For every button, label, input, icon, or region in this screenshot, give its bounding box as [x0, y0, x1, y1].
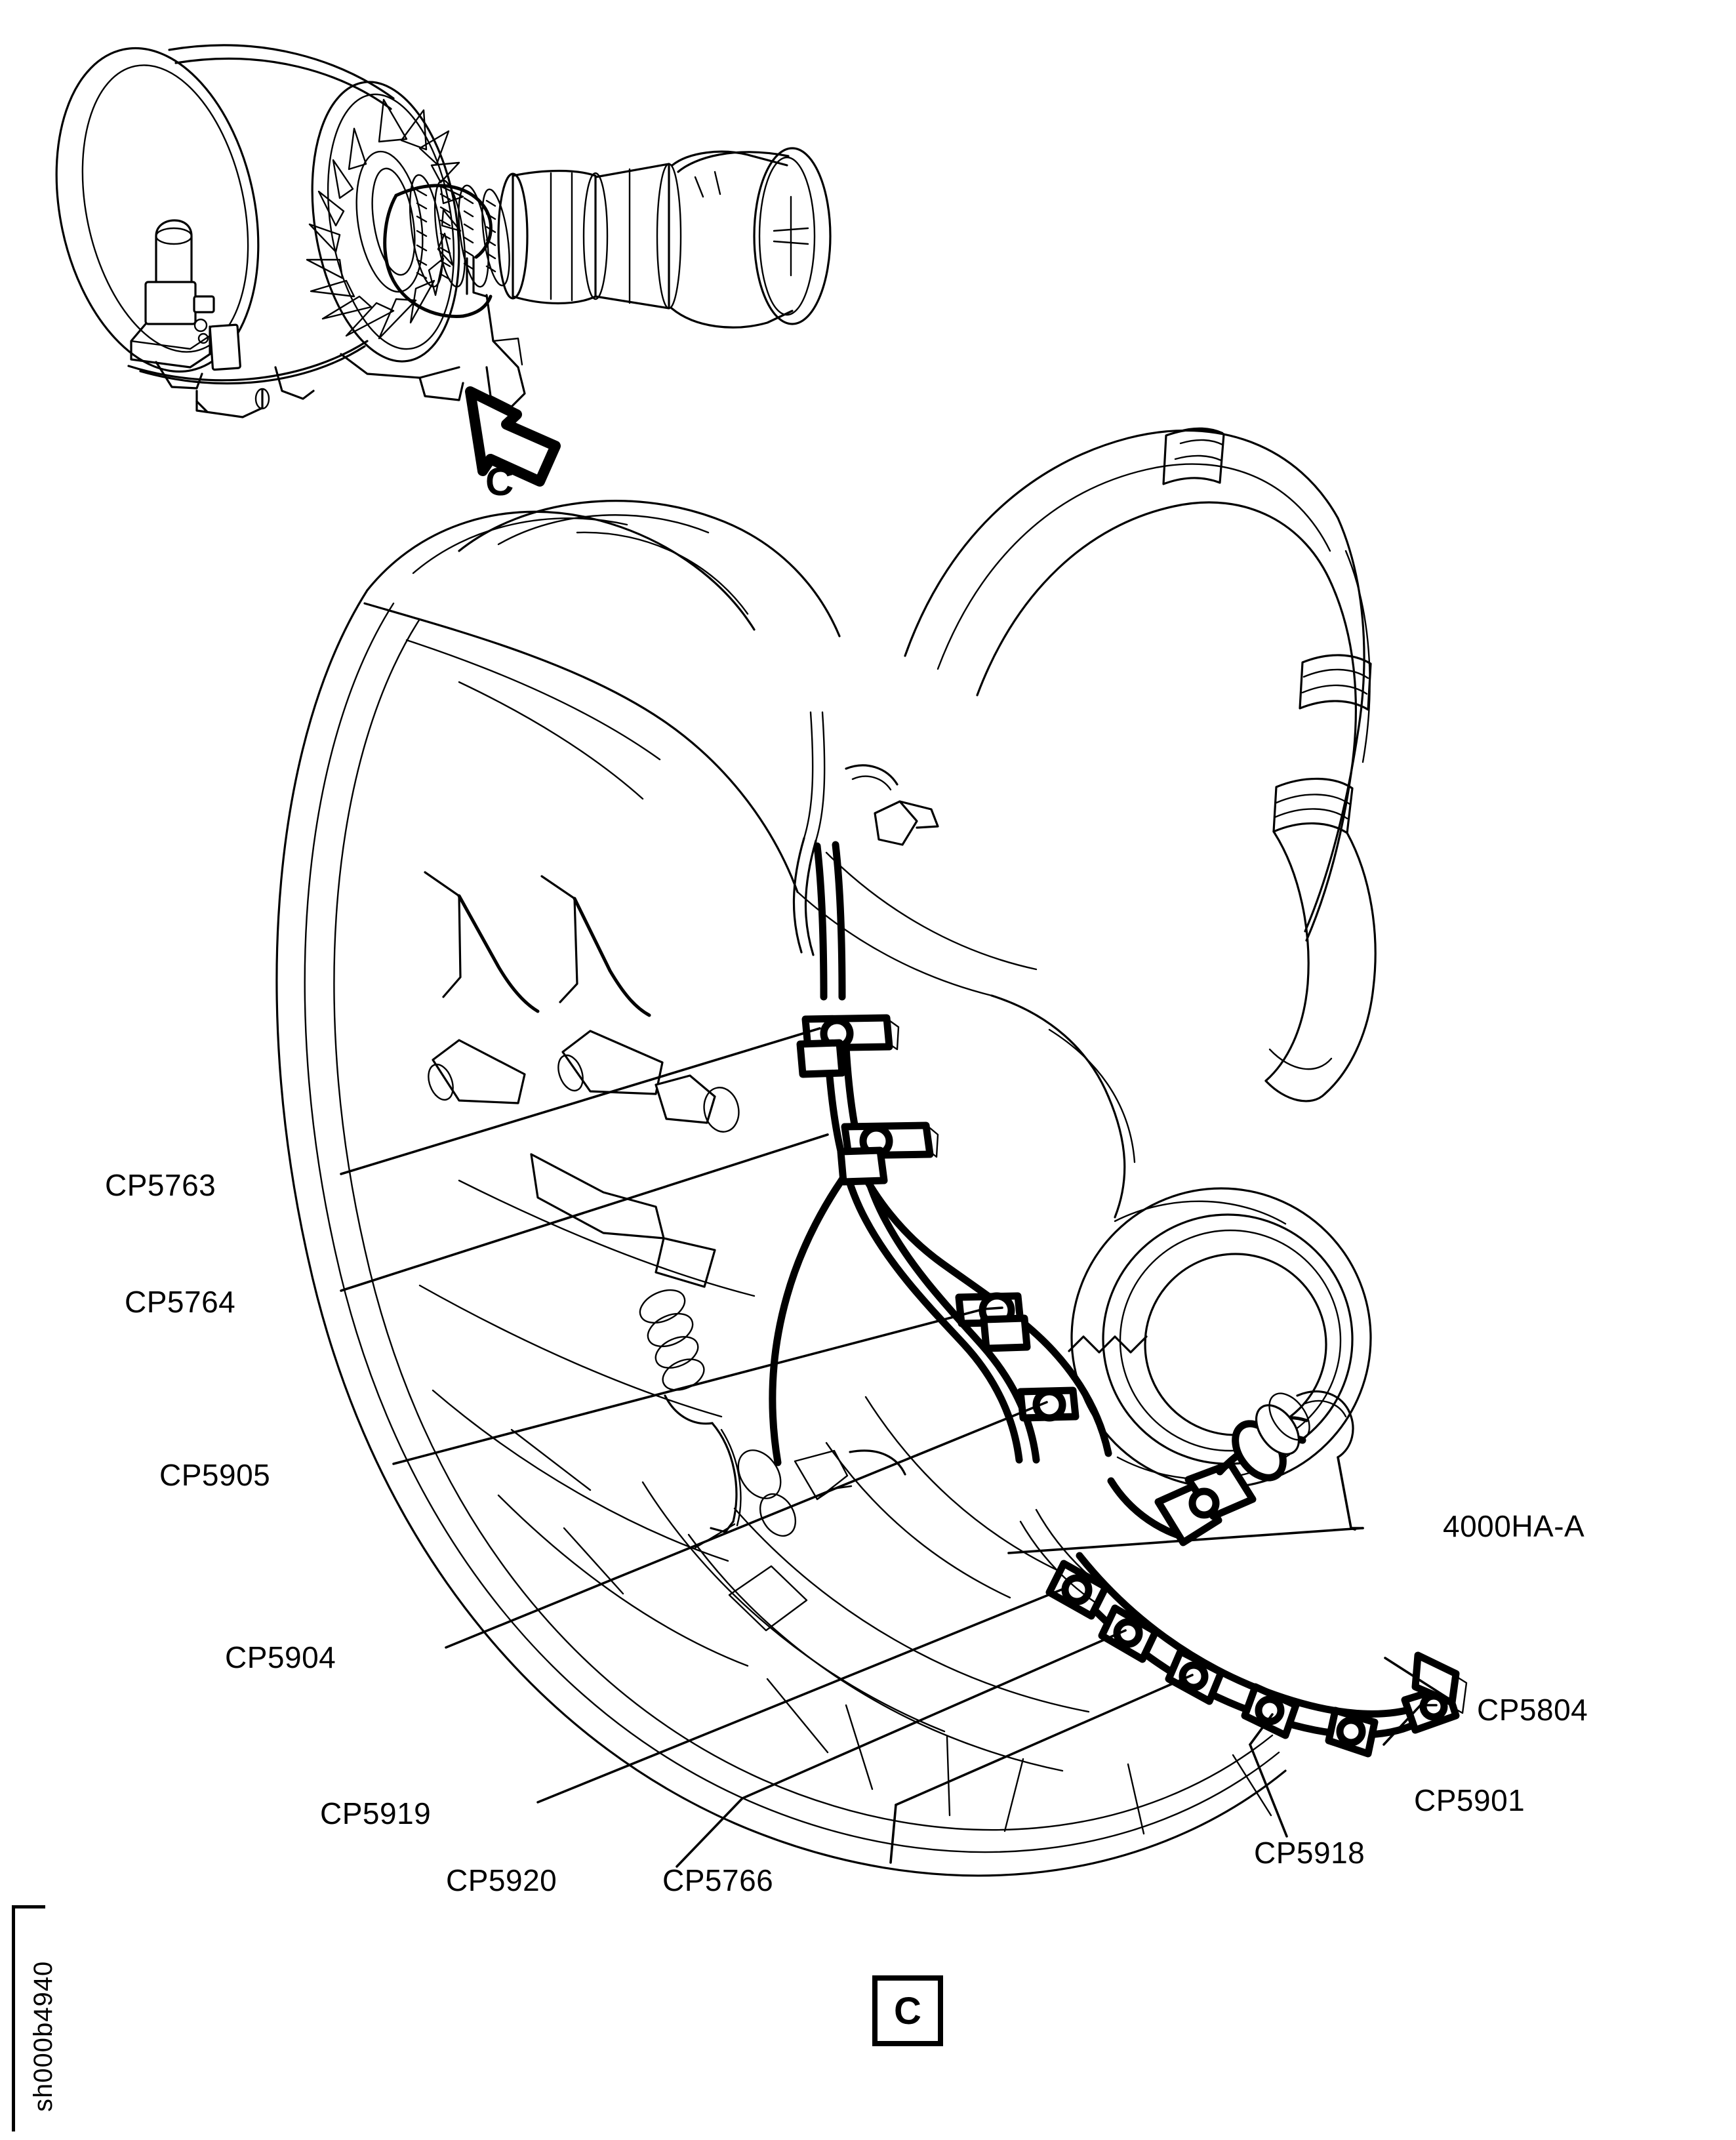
- chain-clamp-4: [1241, 1683, 1300, 1739]
- tube-clamp-lower: [955, 1292, 1031, 1352]
- clamp-chain: [1045, 1552, 1468, 1758]
- callout-label-cp5901: CP5901: [1414, 1783, 1525, 1817]
- callout-label-cp5764: CP5764: [125, 1285, 236, 1319]
- drawing-id-text: sh000b4940: [29, 1960, 58, 2112]
- sensor-probes: [424, 871, 906, 1537]
- callout-label-cp5919: CP5919: [320, 1796, 432, 1830]
- callout-leader-lines-extra: [1007, 1527, 1364, 1554]
- view-direction-arrow-c: [465, 386, 561, 487]
- lower-struts: [510, 1428, 1272, 1835]
- chain-clamp-2: [1098, 1604, 1160, 1663]
- drawing-id-wrap: sh000b4940: [7, 1902, 66, 2131]
- tube-and-clamp-assembly: [769, 841, 1468, 1758]
- chain-clamp-5: [1325, 1706, 1379, 1758]
- callout-label-cp5766: CP5766: [662, 1863, 774, 1897]
- top-probe: [792, 711, 939, 956]
- drawing-id-corner-rule: [12, 1905, 45, 2131]
- chain-clamp-3: [1165, 1647, 1225, 1705]
- main-core-illustration: [275, 427, 1468, 1877]
- view-arrow-label-c: C: [485, 460, 514, 504]
- callout-label-cp5920: CP5920: [446, 1863, 557, 1897]
- elbow-fitting: [1107, 1390, 1354, 1546]
- chain-clamp-6-end: [1401, 1651, 1468, 1734]
- duct-flange-upper: [1162, 427, 1225, 485]
- callout-label-cp5763: CP5763: [105, 1168, 216, 1202]
- callout-leader-lines: [340, 1027, 1452, 1868]
- circular-flange-port: [1068, 1187, 1372, 1489]
- callout-label-cp5905: CP5905: [159, 1458, 271, 1492]
- view-identifier-box: C: [872, 1975, 943, 2046]
- tube-clamp-mid: [837, 1121, 939, 1186]
- callout-label-4000ha-a: 4000HA-A: [1443, 1509, 1585, 1543]
- callout-label-cp5804: CP5804: [1477, 1693, 1588, 1727]
- callout-label-cp5904: CP5904: [225, 1640, 336, 1674]
- callout-label-cp5918: CP5918: [1254, 1836, 1365, 1870]
- tube-clamp-upper: [796, 1014, 900, 1078]
- tube-clamp-4: [1017, 1386, 1080, 1422]
- engine-inset-illustration: [55, 44, 832, 418]
